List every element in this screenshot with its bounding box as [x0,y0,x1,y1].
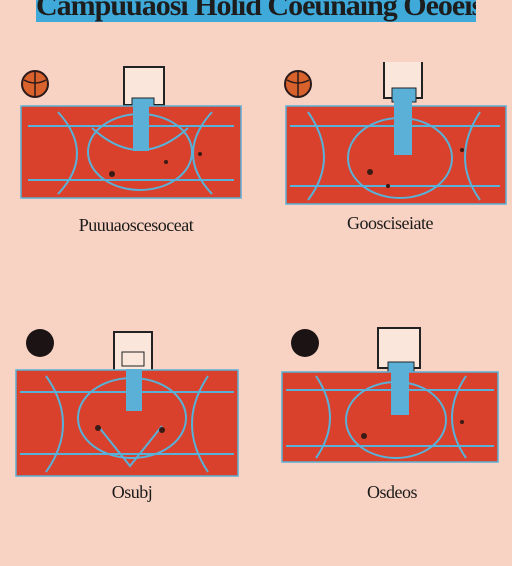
hoop-icon [377,327,421,377]
hoop-icon [113,331,153,373]
court-diagram-3 [15,329,239,477]
court-diagram-2 [284,62,507,205]
black-ball-icon [26,329,54,357]
diagram-panel-1: Puuuaoscesoceat [16,62,256,302]
player-marks [361,420,464,439]
panel-caption-4: Osdeos [367,482,418,502]
court-lines [290,101,500,201]
court-floor [20,105,242,199]
panel-caption-2: Goosciseiate [347,213,433,233]
diagram-panel-3: Osubj [12,326,252,566]
court-diagram-1 [20,66,242,199]
diagram-panel-2: Goosciseiate [270,62,510,302]
basketball-icon [21,70,49,98]
title-banner: Campuuaosi Holid Coeunaing Oeoeis [36,0,476,22]
page-title: Campuuaosi Holid Coeunaing Oeoeis [36,0,476,22]
court-floor [281,371,499,463]
court-diagram-4 [281,327,499,463]
player-marks [95,425,165,433]
hoop-icon [123,66,165,107]
hoop-icon [383,62,423,103]
court-lines [286,371,494,459]
diagram-panel-4: Osdeos [272,326,512,566]
panel-caption-3: Osubj [111,482,153,502]
basketball-icon [284,70,312,98]
black-ball-icon [291,329,319,357]
player-marks [367,148,464,188]
player-marks [109,152,202,177]
court-lines [20,369,234,473]
court-lines [28,103,234,195]
panel-caption-1: Puuuaoscesoceat [78,215,194,235]
